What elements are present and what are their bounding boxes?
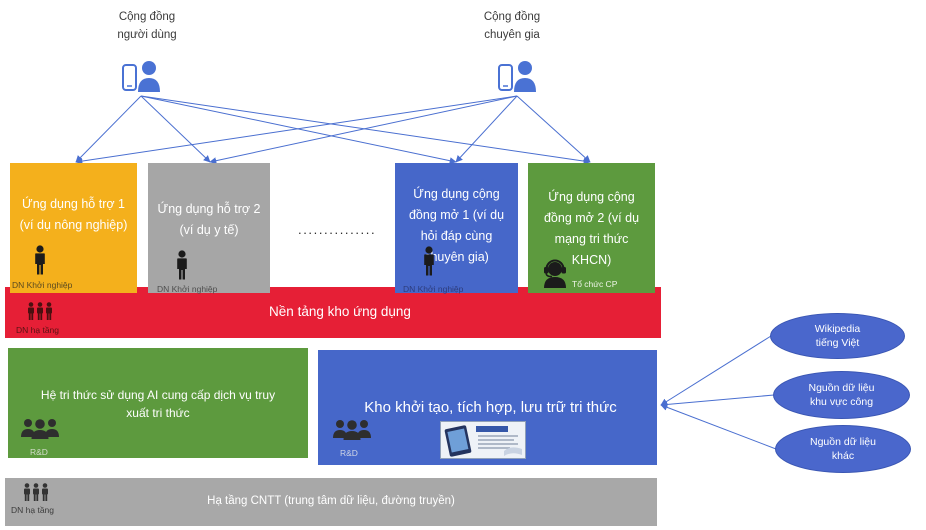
- app-box-support-1[interactable]: Ứng dụng hỗ trợ 1 (ví dụ nông nghiệp) DN…: [10, 163, 137, 293]
- app-title: Ứng dụng cộng đồng mở 2 (ví dụ mạng tri …: [543, 190, 640, 267]
- app-box-support-2[interactable]: Ứng dụng hỗ trợ 2 (ví dụ y tế) DN Khởi n…: [148, 163, 270, 294]
- people-group-icon: [24, 483, 48, 501]
- it-infrastructure-title: Hạ tầng CNTT (trung tâm dữ liệu, đường t…: [207, 495, 455, 507]
- app-box-community-2[interactable]: Ứng dụng cộng đồng mở 2 (ví dụ mạng tri …: [528, 163, 655, 293]
- app-title: Ứng dụng cộng đồng mở 1 (ví dụ hỏi đáp c…: [408, 187, 505, 264]
- app-owner-label: DN Khởi nghiệp: [12, 280, 73, 290]
- person-icon: [424, 246, 434, 276]
- app-platform-owner-label: DN hạ tầng: [16, 325, 59, 335]
- data-source-other[interactable]: Nguồn dữ liệu khác: [775, 425, 911, 473]
- connector-wikipedia-to-store: [660, 335, 772, 406]
- more-apps-ellipsis: ...............: [298, 222, 377, 237]
- team-icon: [21, 419, 59, 439]
- connector-users-to-app-4: [140, 95, 591, 165]
- connector-other-data-to-store: [660, 403, 777, 450]
- person-icon: [35, 245, 45, 275]
- app-owner-label: DN Khởi nghiệp: [403, 284, 464, 294]
- app-owner-label: DN Khởi nghiệp: [157, 284, 218, 294]
- people-group-icon: [28, 302, 52, 320]
- knowledge-store-box[interactable]: Kho khởi tạo, tích hợp, lưu trữ tri thức…: [318, 350, 657, 465]
- knowledge-store-owner-label: R&D: [340, 448, 358, 458]
- person-icon: [177, 250, 187, 280]
- team-icon: [333, 420, 371, 440]
- phone-user-icon: [122, 61, 160, 92]
- digital-library-image: [440, 421, 526, 459]
- community-users-label: Cộng đồng người dùng: [117, 11, 177, 41]
- it-infrastructure-bar[interactable]: Hạ tầng CNTT (trung tâm dữ liệu, đường t…: [5, 478, 657, 526]
- knowledge-ai-owner-label: R&D: [30, 447, 48, 457]
- connector-experts-to-app-3: [455, 95, 518, 163]
- connector-users-to-app-3: [140, 95, 457, 165]
- data-source-wikipedia[interactable]: Wikipedia tiếng Việt: [770, 313, 905, 359]
- connector-experts-to-app-4: [516, 95, 591, 163]
- connector-users-to-app-2: [140, 95, 211, 163]
- knowledge-store-title: Kho khởi tạo, tích hợp, lưu trữ tri thức: [364, 399, 617, 416]
- connector-public-data-to-store: [660, 394, 775, 408]
- connector-users-to-app-1: [75, 95, 142, 163]
- app-platform-title: Nền tảng kho ứng dụng: [269, 304, 411, 319]
- knowledge-ai-title: Hệ tri thức sử dụng AI cung cấp dịch vụ …: [40, 388, 276, 420]
- headset-person-icon: [544, 259, 566, 288]
- connector-experts-to-app-2: [209, 95, 518, 165]
- app-platform-bar[interactable]: Nền tảng kho ứng dụng DN hạ tầng: [5, 287, 661, 338]
- data-source-public-sector[interactable]: Nguồn dữ liệu khu vực công: [773, 371, 910, 419]
- knowledge-ai-box[interactable]: Hệ tri thức sử dụng AI cung cấp dịch vụ …: [8, 348, 308, 458]
- app-box-community-1[interactable]: Ứng dụng cộng đồng mở 1 (ví dụ hỏi đáp c…: [395, 163, 518, 294]
- app-title: Ứng dụng hỗ trợ 2 (ví dụ y tế): [157, 202, 261, 237]
- phone-user-icon: [498, 61, 536, 92]
- community-experts-label: Cộng đồng chuyên gia: [483, 11, 541, 41]
- it-infrastructure-owner-label: DN hạ tầng: [11, 505, 54, 515]
- connector-experts-to-app-1: [75, 95, 518, 165]
- app-title: Ứng dụng hỗ trợ 1 (ví dụ nông nghiệp): [19, 197, 128, 232]
- app-owner-label: Tổ chức CP: [572, 279, 618, 289]
